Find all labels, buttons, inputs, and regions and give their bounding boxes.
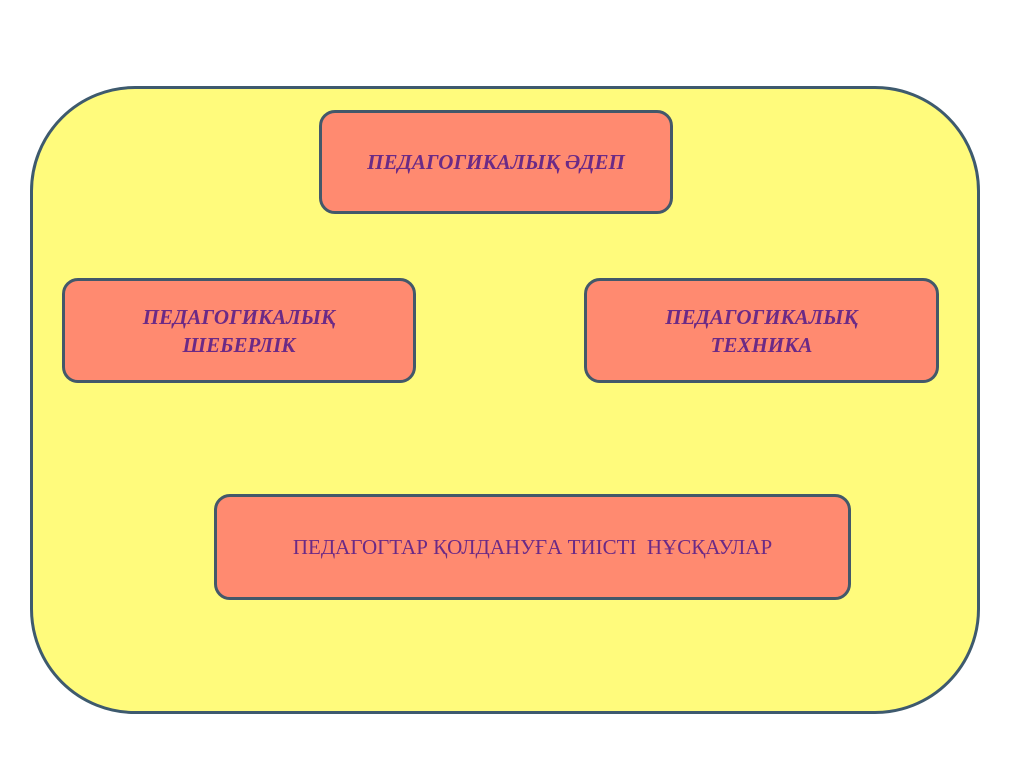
box-label: ПЕДАГОГИКАЛЫҚ ӘДЕП <box>367 150 625 174</box>
box-label-line2: ТЕХНИКА <box>710 332 813 357</box>
box-teacher-instructions: ПЕДАГОГТАР ҚОЛДАНУҒА ТИІСТІ НҰСҚАУЛАР <box>214 494 851 600</box>
box-pedagogical-technique: ПЕДАГОГИКАЛЫҚ ТЕХНИКА <box>584 278 939 383</box>
box-label-line1: ПЕДАГОГИКАЛЫҚ <box>142 304 336 329</box>
box-pedagogical-ethics: ПЕДАГОГИКАЛЫҚ ӘДЕП <box>319 110 673 214</box>
box-label: ПЕДАГОГТАР ҚОЛДАНУҒА ТИІСТІ НҰСҚАУЛАР <box>292 534 773 559</box>
box-label-line2: ШЕБЕРЛІК <box>182 332 296 357</box>
box-label-line1: ПЕДАГОГИКАЛЫҚ <box>665 304 858 329</box>
box-pedagogical-mastery: ПЕДАГОГИКАЛЫҚ ШЕБЕРЛІК <box>62 278 416 383</box>
